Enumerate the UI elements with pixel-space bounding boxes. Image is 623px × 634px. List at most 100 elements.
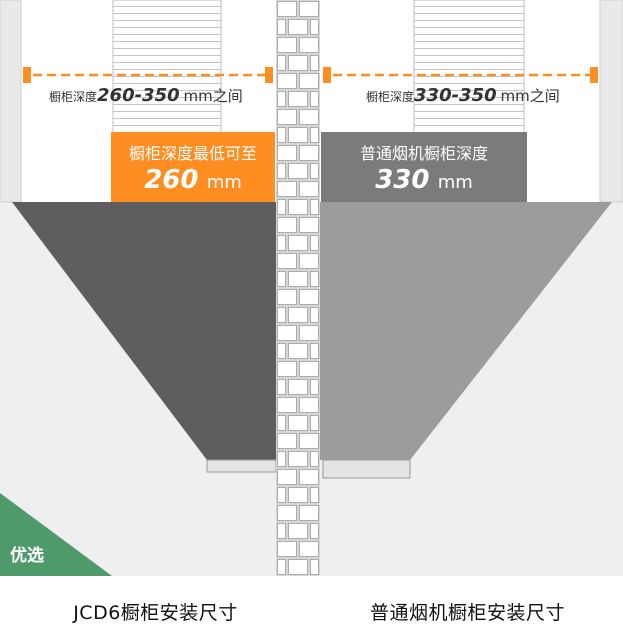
left-cabinet-side bbox=[0, 0, 22, 203]
brick bbox=[288, 379, 308, 395]
brick bbox=[288, 307, 308, 323]
brick bbox=[299, 109, 319, 125]
left-caption: JCD6橱柜安装尺寸 bbox=[73, 602, 238, 624]
brick bbox=[310, 91, 319, 107]
brick bbox=[299, 289, 319, 305]
brick bbox=[277, 451, 286, 467]
brick bbox=[299, 325, 319, 341]
brick bbox=[288, 487, 308, 503]
brick bbox=[277, 199, 286, 215]
brick bbox=[299, 73, 319, 89]
right-badge-title: 普通烟机橱柜深度 bbox=[359, 144, 488, 163]
right-badge-value: 330 mm bbox=[375, 165, 473, 195]
brick bbox=[310, 379, 319, 395]
brick bbox=[288, 55, 308, 71]
brick bbox=[277, 469, 297, 485]
brick bbox=[288, 19, 308, 35]
brick bbox=[310, 19, 319, 35]
brick bbox=[277, 307, 286, 323]
brick bbox=[288, 415, 308, 431]
brick bbox=[288, 91, 308, 107]
brick bbox=[299, 397, 319, 413]
brick bbox=[277, 217, 297, 233]
brick bbox=[277, 55, 286, 71]
brick bbox=[277, 361, 297, 377]
brick bbox=[277, 541, 297, 557]
brick bbox=[277, 343, 286, 359]
preferred-corner bbox=[0, 493, 112, 576]
brick bbox=[310, 415, 319, 431]
brick bbox=[310, 343, 319, 359]
brick bbox=[288, 235, 308, 251]
brick bbox=[277, 73, 297, 89]
brick bbox=[288, 199, 308, 215]
right-hood-bottom bbox=[322, 459, 411, 479]
brick bbox=[299, 469, 319, 485]
left-badge-value: 260 mm bbox=[144, 165, 242, 195]
brick bbox=[299, 37, 319, 53]
brick bbox=[288, 343, 308, 359]
brick bbox=[277, 127, 286, 143]
brick bbox=[277, 523, 286, 539]
brick bbox=[277, 163, 286, 179]
brick bbox=[277, 91, 286, 107]
brick bbox=[277, 433, 297, 449]
brick bbox=[288, 127, 308, 143]
left-depth-marker bbox=[23, 67, 273, 83]
brick bbox=[310, 271, 319, 287]
brick bbox=[299, 217, 319, 233]
brick bbox=[310, 235, 319, 251]
brick bbox=[277, 289, 297, 305]
brick bbox=[288, 271, 308, 287]
brick bbox=[299, 505, 319, 521]
brick bbox=[299, 181, 319, 197]
brick bbox=[310, 307, 319, 323]
brick bbox=[277, 181, 297, 197]
brick bbox=[277, 559, 286, 575]
brick bbox=[277, 253, 297, 269]
brick bbox=[310, 487, 319, 503]
brick bbox=[299, 361, 319, 377]
brick bbox=[310, 55, 319, 71]
brick bbox=[310, 199, 319, 215]
brick bbox=[299, 145, 319, 161]
brick bbox=[277, 505, 297, 521]
brick bbox=[277, 397, 297, 413]
brick bbox=[299, 253, 319, 269]
brick bbox=[299, 541, 319, 557]
brick bbox=[277, 325, 297, 341]
right-depth-badge: 普通烟机橱柜深度 330 mm bbox=[321, 132, 527, 202]
brick bbox=[277, 37, 297, 53]
brick bbox=[277, 379, 286, 395]
brick bbox=[277, 109, 297, 125]
brick bbox=[277, 1, 297, 17]
brick bbox=[277, 19, 286, 35]
brick bbox=[277, 145, 297, 161]
brick bbox=[277, 271, 286, 287]
brick bbox=[310, 163, 319, 179]
brick bbox=[288, 163, 308, 179]
right-depth-marker bbox=[323, 67, 598, 83]
brick bbox=[310, 127, 319, 143]
brick bbox=[310, 523, 319, 539]
right-range-hood bbox=[320, 202, 612, 460]
right-depth-range: 橱柜深度330-350 mm之间 bbox=[366, 85, 560, 106]
brick bbox=[277, 415, 286, 431]
brick bbox=[310, 559, 319, 575]
brick bbox=[299, 433, 319, 449]
preferred-label: 优选 bbox=[10, 546, 44, 566]
brick bbox=[288, 523, 308, 539]
brick bbox=[299, 1, 319, 17]
left-badge-title: 橱柜深度最低可至 bbox=[128, 144, 257, 163]
brick-divider bbox=[276, 0, 320, 576]
brick bbox=[288, 559, 308, 575]
brick bbox=[288, 451, 308, 467]
brick bbox=[277, 235, 286, 251]
right-cabinet-side bbox=[599, 0, 623, 203]
left-hood-bottom bbox=[206, 459, 277, 473]
left-depth-badge: 橱柜深度最低可至 260 mm bbox=[111, 132, 275, 202]
brick bbox=[277, 487, 286, 503]
right-caption: 普通烟机橱柜安装尺寸 bbox=[369, 602, 565, 624]
left-range-hood bbox=[12, 202, 276, 460]
brick bbox=[310, 451, 319, 467]
